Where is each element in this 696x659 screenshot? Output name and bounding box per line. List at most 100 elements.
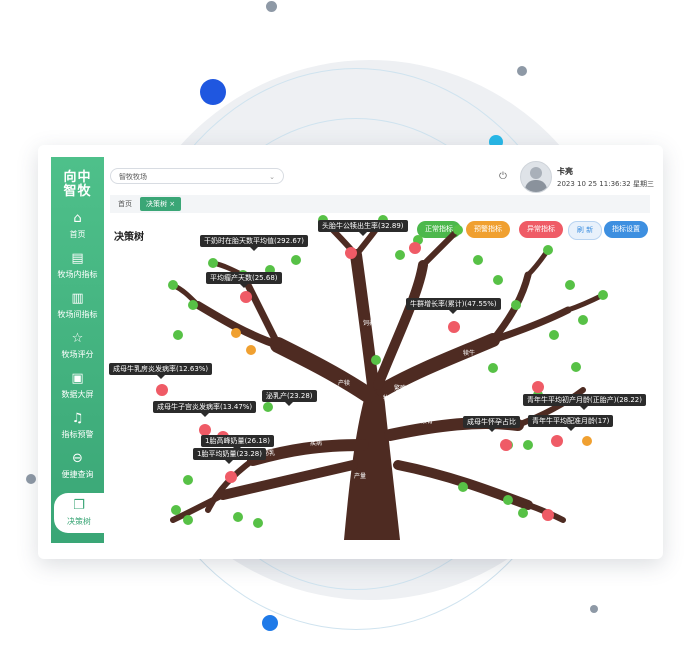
tooltip: 头胎牛公犊出生率(32.89) [318, 220, 408, 236]
leaf-node-normal [253, 518, 263, 528]
leaf-node-normal [598, 290, 608, 300]
leaf-node-alert [532, 381, 544, 393]
decor-dot [517, 66, 527, 76]
farm-select[interactable]: 智牧牧场 ⌄ [110, 168, 284, 184]
leaf-node-normal [523, 440, 533, 450]
leaf-node-alert [240, 291, 252, 303]
tooltip: 1胎平均奶量(23.28) [193, 448, 266, 464]
sidebar-item-home[interactable]: ⌂ 首页 [51, 212, 104, 240]
tooltip: 成母牛怀孕占比 [463, 416, 520, 432]
branch-label: 产后 [338, 294, 350, 302]
sidebar: 向中 智牧 ⌂ 首页 ▤ 牧场内指标 ▥ 牧场间指标 ☆ 牧场评分 ▣ 数据大屏… [51, 157, 104, 543]
branch [170, 492, 226, 523]
tab-bar: 首页 决策树 × [110, 195, 650, 213]
tooltip: 1胎高峰奶量(26.18) [201, 435, 274, 451]
compare-board-icon: ▥ [71, 291, 84, 306]
leaf-node-alert [345, 247, 357, 259]
leaf-node-normal [511, 300, 521, 310]
leaf-node-normal [488, 363, 498, 373]
branch [565, 292, 606, 313]
sidebar-item-data-screen[interactable]: ▣ 数据大屏 [51, 372, 104, 400]
normal-indicator-button[interactable]: 正常指标 [417, 221, 461, 238]
leaf-node-normal [395, 250, 405, 260]
page-title: 决策树 [114, 232, 144, 243]
leaf-node-warn [246, 345, 256, 355]
branch-label: 产犊 [338, 379, 350, 387]
leaf-node-normal [543, 245, 553, 255]
leaf-node-warn [582, 436, 592, 446]
sidebar-item-decision-tree[interactable]: ❐ 决策树 [54, 493, 104, 533]
branch [420, 227, 461, 268]
branch [393, 460, 533, 510]
sidebar-item-farm-compare[interactable]: ▥ 牧场间指标 [51, 292, 104, 320]
branch [270, 337, 376, 403]
branch [218, 460, 358, 500]
tooltip: 青年牛平均配准月龄(17) [528, 415, 614, 431]
tooltip: 平均瘤产天数(25.68) [206, 272, 282, 288]
branch-label: 泌乳 [263, 449, 275, 457]
bell-icon: ♫ [71, 411, 84, 426]
indicator-settings-button[interactable]: 指标设置 [604, 221, 648, 238]
branch-label: 淘汰率 [436, 382, 454, 390]
tree-trunk [344, 385, 400, 540]
leaf-node-normal [188, 300, 198, 310]
screen-icon: ▣ [71, 371, 84, 386]
branch-label: 牛群 [506, 364, 518, 372]
leaf-node-normal [183, 475, 193, 485]
branch [194, 301, 282, 349]
branch-label: 犊牛 [463, 349, 475, 357]
sidebar-item-farm-internal[interactable]: ▤ 牧场内指标 [51, 252, 104, 280]
tab-decision-tree[interactable]: 决策树 × [140, 197, 182, 211]
datetime: 2023 10 25 11:36:32 星期三 [557, 180, 654, 188]
tab-home[interactable]: 首页 [118, 200, 132, 208]
leaf-node-alert [551, 435, 563, 447]
branch [376, 333, 500, 397]
leaf-node-normal [173, 330, 183, 340]
branch-label: 繁育 [421, 417, 433, 425]
leaf-node-normal [503, 495, 513, 505]
leaf-node-normal [578, 315, 588, 325]
leaf-node-normal [183, 515, 193, 525]
warning-indicator-button[interactable]: 预警指标 [466, 221, 510, 238]
close-icon[interactable]: × [169, 200, 176, 208]
sidebar-item-quick-query[interactable]: ⊖ 便捷查询 [51, 452, 104, 480]
leaf-node-normal [371, 355, 381, 365]
branch [489, 306, 572, 344]
leaf-node-normal [171, 505, 181, 515]
leaf-node-normal [168, 280, 178, 290]
leaf-node-normal [208, 258, 218, 268]
sidebar-item-farm-score[interactable]: ☆ 牧场评分 [51, 332, 104, 360]
avatar[interactable] [520, 161, 552, 193]
decor-dot-blue [262, 615, 278, 631]
tooltip: 干奶时在胎天数平均值(292.67) [200, 235, 308, 251]
branch-label: 牧群 [383, 394, 395, 402]
leaf-node-normal [518, 508, 528, 518]
leaf-node-normal [571, 362, 581, 372]
tree-doc-icon: ❐ [73, 498, 85, 513]
leaf-node-normal [493, 275, 503, 285]
branch-label: 疾病 [310, 439, 322, 447]
leaf-node-normal [453, 225, 463, 235]
tooltip: 成母牛子宫炎发病率(13.47%) [153, 401, 257, 417]
refresh-button[interactable]: 刷 新 [568, 221, 602, 240]
leaf-node-alert [199, 424, 211, 436]
sidebar-item-alerts[interactable]: ♫ 指标预警 [51, 412, 104, 440]
branch-label: 繁殖 [394, 384, 406, 392]
tooltip: 牛群增长率(累计)(47.55%) [406, 298, 501, 314]
leaf-node-alert [409, 242, 421, 254]
leaf-node-normal [458, 482, 468, 492]
leaf-node-warn [231, 328, 241, 338]
leaf-node-alert [542, 509, 554, 521]
leaf-node-alert [225, 471, 237, 483]
search-icon: ⊖ [72, 451, 83, 466]
branch [373, 260, 428, 390]
branch-label: 产后天数 [288, 319, 312, 327]
decor-dot [590, 605, 598, 613]
power-icon[interactable]: ⏻ [499, 171, 507, 182]
tooltip: 成母牛乳房炎发病率(12.63%) [109, 363, 213, 379]
abnormal-indicator-button[interactable]: 异常指标 [519, 221, 563, 238]
leaf-node-normal [473, 255, 483, 265]
decor-dot [26, 474, 36, 484]
chevron-down-icon: ⌄ [269, 173, 275, 181]
user-name: 卡亮 [557, 167, 573, 176]
